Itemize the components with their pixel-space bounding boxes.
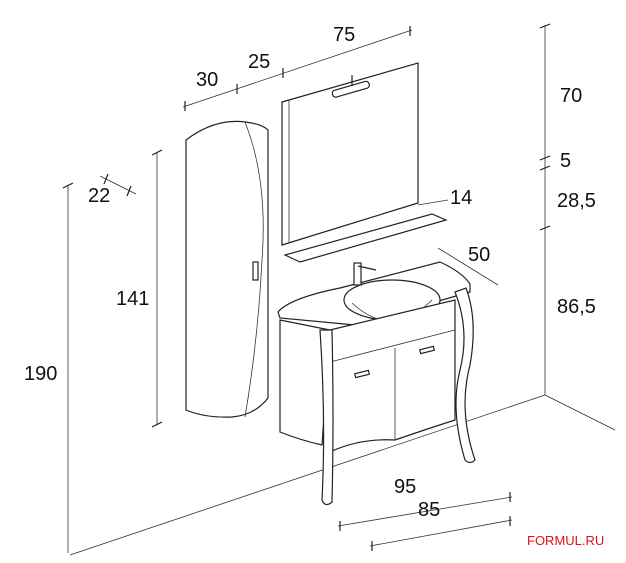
drawer-line — [329, 329, 456, 363]
dim-total-height: 190 — [24, 363, 58, 385]
glass-shelf — [283, 213, 448, 263]
dim-column-depth: 22 — [88, 185, 111, 207]
dim-vanity-depth: 50 — [468, 244, 491, 266]
tall-column-cabinet — [185, 120, 269, 418]
watermark: FORMUL.RU — [527, 533, 605, 548]
door-handle-right — [418, 345, 436, 355]
dim-vanity-height: 86,5 — [557, 296, 596, 318]
door-handle-left — [353, 369, 371, 379]
floor-line-right — [544, 394, 616, 431]
tick — [103, 173, 109, 185]
shelf-depth-dim-line — [417, 199, 449, 206]
vanity-side-panel — [279, 319, 331, 446]
tick — [539, 165, 551, 171]
mirror — [281, 62, 419, 246]
dim-offset-left: 30 — [196, 69, 219, 91]
front-right-leg — [454, 287, 476, 464]
column-door-curve — [244, 121, 264, 418]
tick — [539, 225, 551, 231]
dim-gap: 25 — [248, 51, 271, 73]
width-dim-line — [182, 29, 413, 108]
dim-mirror-height: 70 — [560, 85, 583, 107]
body-width-dim-line — [369, 519, 513, 547]
vanity-depth-dim-line — [437, 247, 499, 286]
dim-vanity-top-width: 95 — [394, 476, 417, 498]
tick — [151, 421, 163, 428]
dim-column-height: 141 — [116, 288, 150, 310]
faucet — [353, 262, 362, 286]
tick — [62, 182, 74, 189]
faucet-spout — [357, 265, 377, 271]
tick — [126, 185, 132, 197]
dim-shelf-depth: 14 — [450, 187, 473, 209]
column-handle — [252, 261, 259, 281]
tick — [539, 23, 551, 29]
dim-mirror-width: 75 — [333, 24, 356, 46]
dim-shelf-height: 28,5 — [557, 190, 596, 212]
tick — [539, 155, 551, 161]
dim-vanity-body-width: 85 — [418, 499, 441, 521]
top-width-dim-line — [337, 496, 513, 527]
tick — [151, 149, 163, 156]
front-left-leg — [319, 329, 334, 506]
dim-mirror-shelf-gap: 5 — [560, 150, 572, 172]
mirror-lamp — [331, 80, 370, 98]
